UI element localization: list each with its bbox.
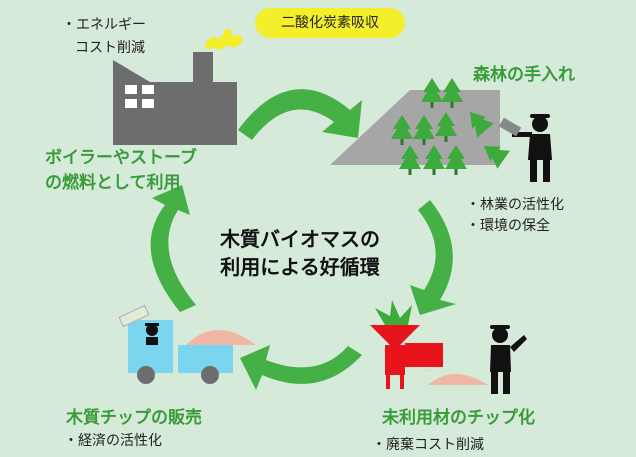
factory-icon [113, 52, 237, 145]
sales-bullet: ・経済の活性化 [64, 433, 162, 449]
smoke-icon [205, 29, 243, 50]
arrow-factory-to-forest [238, 89, 362, 140]
forest-bullet-1: ・林業の活性化 [466, 197, 564, 213]
center-title-line2: 利用による好循環 [220, 255, 380, 279]
truck-icon [118, 304, 256, 384]
sales-heading: 木質チップの販売 [66, 408, 202, 428]
chip-heading: 未利用材のチップ化 [382, 408, 535, 428]
tree-icon-group [391, 78, 510, 175]
arrow-truck-to-factory [150, 185, 196, 312]
co2-absorption-bubble: 二酸化炭素吸収 [255, 8, 405, 38]
center-title-line1: 木質バイオマスの [220, 227, 380, 251]
factory-bullet-line2: コスト削減 [75, 40, 145, 56]
factory-bullet-line1: ・エネルギー [62, 17, 146, 33]
center-title: 木質バイオマスの 利用による好循環 [205, 225, 395, 281]
arrow-forest-to-chipper [410, 200, 456, 315]
forest-heading: 森林の手入れ [473, 65, 575, 85]
chip-bullet: ・廃棄コスト削減 [372, 437, 484, 453]
forest-bullet-2: ・環境の保全 [466, 218, 550, 234]
arrow-chipper-to-truck [240, 345, 362, 390]
cycle-arrows [150, 89, 456, 390]
factory-heading-line1: ボイラーやストーブ [45, 148, 197, 168]
worker-icon [490, 325, 527, 394]
factory-heading-line2: の燃料として利用 [45, 173, 181, 193]
wood-chipper-icon [370, 300, 488, 389]
mountain-icon [330, 90, 500, 165]
forester-icon [498, 114, 552, 182]
